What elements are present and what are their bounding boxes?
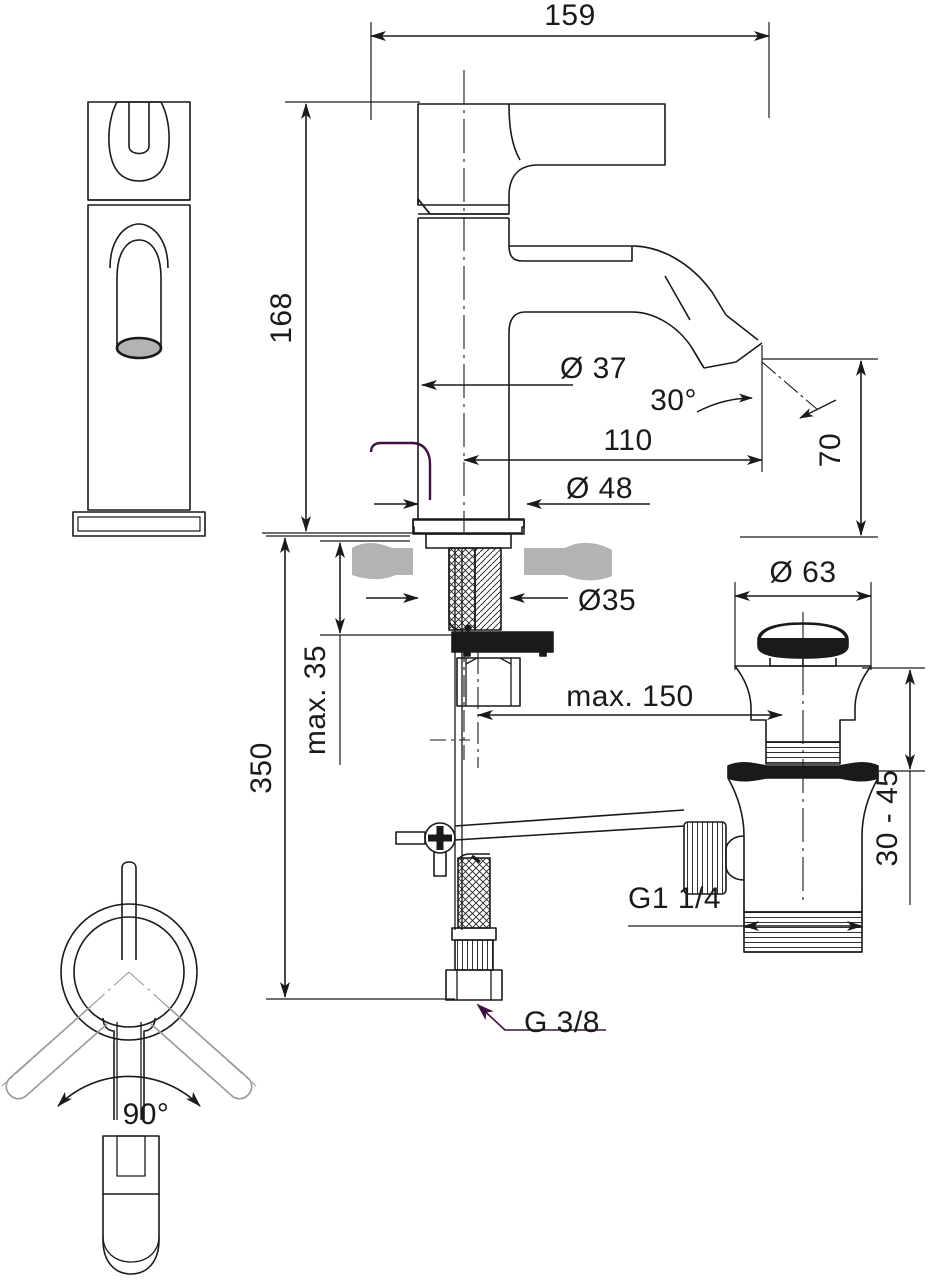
- dim-label-supply-thread: G 3/8: [524, 1006, 600, 1039]
- tp-body-lower: [102, 1194, 160, 1275]
- dim30-arc: [696, 393, 753, 413]
- fe-base-flange-outer: [72, 511, 206, 537]
- ms-conn-collar: [451, 927, 497, 941]
- ms-deck-flange-rect: [412, 518, 525, 535]
- ms-lift-rod-top: [454, 809, 685, 827]
- ms-hex-nut-body: [456, 657, 521, 707]
- ms-lift-rod-bottom: [454, 825, 685, 841]
- view-waste-detail: [683, 612, 879, 953]
- dim30-ref-line: [761, 361, 819, 411]
- view-front-elevation: [72, 101, 206, 537]
- dim30-arrow2: [799, 399, 837, 419]
- ms-spout-seam: [664, 275, 691, 321]
- ms-rod-stub-down: [433, 851, 447, 877]
- tp-lever-tip: [121, 861, 137, 869]
- dim-label-total-length: 350: [245, 742, 278, 794]
- ms-deck-left: [352, 543, 413, 580]
- fe-spout-outer: [109, 223, 169, 269]
- ms-lift-rod-assembly: [395, 809, 685, 877]
- wd-thread-lower: [743, 911, 863, 953]
- fe-lever-outline: [108, 101, 170, 182]
- tp-ghost-centrelines: [1, 971, 257, 1087]
- ms-shank-collar: [425, 533, 512, 549]
- ms-outlet-face-top: [725, 314, 759, 341]
- dim-label-outlet-angle: 30°: [650, 384, 697, 417]
- dim-label-max-deck-thickness: max. 35: [299, 645, 332, 755]
- dim-label-hole-diameter: Ø35: [578, 584, 636, 617]
- dim-label-max-rod-offset: max. 150: [566, 680, 693, 713]
- ms-hose-tick: [471, 854, 481, 864]
- ms-hose-braid: [457, 857, 491, 929]
- ms-hose-top-cap: [457, 853, 490, 863]
- tp-lever-stem: [121, 868, 137, 960]
- dim-label-base-diameter: Ø 48: [566, 472, 633, 505]
- ms-deck-right: [524, 542, 612, 581]
- ms-spout-bend-outer: [631, 245, 727, 316]
- ms-spout-bend-inner: [631, 311, 705, 369]
- ms-conn-body: [454, 939, 494, 971]
- dim-label-body-diameter: Ø 37: [560, 352, 627, 385]
- tp-inner-ring: [73, 916, 185, 1028]
- tp-body-upper: [102, 1135, 160, 1195]
- ms-supply-connector: [445, 853, 503, 1001]
- dim-label-outlet-height: 70: [814, 433, 847, 467]
- dim-label-waste-flange-diameter: Ø 63: [769, 556, 836, 589]
- tp-body-slot: [116, 1135, 146, 1177]
- ms-lever-fillet: [508, 103, 521, 161]
- dim-label-spout-height: 168: [265, 292, 298, 344]
- wd-lower-body: [727, 777, 879, 913]
- ms-rod-screw-cross: [428, 826, 452, 850]
- ms-outlet-edge: [691, 347, 705, 369]
- ms-rod-stub-left: [395, 831, 426, 845]
- tp-outer-ring: [60, 903, 198, 1041]
- ms-hex-nut-edges: [465, 658, 512, 706]
- view-top-plan: [1, 861, 257, 1275]
- ms-conn-hexnut: [445, 969, 503, 1001]
- ms-outlet-face: [735, 342, 763, 363]
- wd-rod-boss: [725, 835, 745, 881]
- ms-outlet-lower-left: [703, 361, 737, 369]
- tp-ghost-levers: [5, 1006, 253, 1100]
- tp-lever-right: [143, 1017, 156, 1120]
- fe-outlet-aerator: [115, 336, 163, 360]
- dim-label-overall-width: 159: [544, 0, 596, 32]
- dim-label-spout-reach: 110: [603, 424, 652, 457]
- ms-conn-hex-edges: [456, 970, 492, 1000]
- view-main-section: [352, 70, 763, 1001]
- fe-lever-slot: [128, 102, 150, 155]
- dimension-lines: [262, 22, 925, 1031]
- ms-spout-top: [508, 244, 633, 262]
- ms-shank-dot: [464, 624, 472, 632]
- ms-hex-nut-chamfers: [465, 657, 512, 665]
- fe-spout-inner: [116, 239, 162, 279]
- ms-lever-bevel: [417, 198, 431, 215]
- ms-shank-thread: [474, 547, 502, 631]
- tp-body-lower-seam: [102, 1235, 160, 1263]
- dim-label-waste-thread: G1 1/4: [628, 882, 721, 915]
- ms-lever-handle: [417, 103, 666, 206]
- tp-angle-arc: [57, 1075, 201, 1107]
- ms-mount-plate: [451, 631, 554, 657]
- dimG38-leader: [476, 1003, 606, 1031]
- ms-deck-flange: [412, 519, 525, 534]
- fe-body-column: [87, 204, 191, 511]
- ms-spout-bottom: [508, 311, 632, 333]
- tp-lever-left: [102, 1017, 115, 1120]
- dim-label-waste-basin-thickness: 30 - 45: [871, 770, 904, 867]
- ms-shank-round-left: [448, 548, 463, 631]
- fe-handle-block: [87, 101, 191, 201]
- wd-knurled-nut: [683, 821, 727, 895]
- dimension-labels: 159 168 Ø 37 110 Ø 48 30° 70 Ø35 max. 35…: [123, 0, 904, 1131]
- dim-label-lever-swivel-angle: 90°: [123, 1098, 170, 1131]
- fe-base-flange-inner: [77, 516, 201, 532]
- lever-callout-leader: [369, 441, 432, 500]
